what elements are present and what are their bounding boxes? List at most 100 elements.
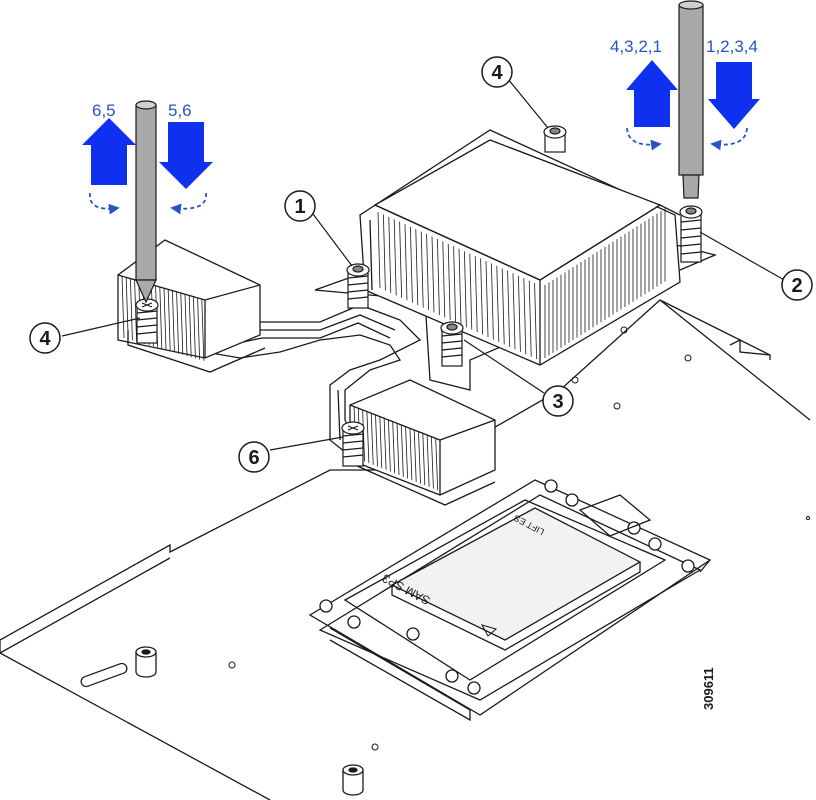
heatsink-fin xyxy=(383,214,386,291)
callout-4-top-label: 4 xyxy=(491,62,503,84)
rotate-clockwise-icon xyxy=(170,127,748,215)
screwdriver-left xyxy=(135,100,157,304)
heatsink-fin xyxy=(172,290,175,353)
figure-id: 309611 xyxy=(701,667,716,710)
heatsink-fin xyxy=(393,219,397,296)
heatsink-fin xyxy=(405,426,408,479)
heatsink-fin xyxy=(159,286,163,349)
up-arrow-icon xyxy=(626,60,678,127)
heatsink-fin xyxy=(496,265,500,342)
heatsink-fin xyxy=(415,229,419,306)
callout-4-left: 4 xyxy=(29,322,61,354)
main-heatsink xyxy=(314,129,718,391)
heatsink-fin xyxy=(485,260,489,338)
callout-1-label: 1 xyxy=(294,196,305,218)
heatsink-fin xyxy=(125,277,129,340)
heatsink-fin xyxy=(197,297,200,360)
heatsink-fin xyxy=(469,253,473,330)
heatsink-fin xyxy=(383,417,387,470)
down-arrow-icon xyxy=(708,62,760,129)
standoff-bottom xyxy=(342,764,364,796)
heatsink-fin xyxy=(366,411,370,464)
heatsink-fin xyxy=(388,216,392,293)
rotate-counterclockwise-icon xyxy=(89,127,662,215)
down-arrow-icon xyxy=(159,122,213,189)
heatsink-fin xyxy=(167,289,171,352)
heatsink-fin xyxy=(464,251,467,328)
heatsink-fin xyxy=(392,421,396,474)
heatsink-fin xyxy=(435,438,439,491)
callout-2-label: 2 xyxy=(791,275,802,297)
heatsink-fin xyxy=(184,293,188,357)
heatsink-fin xyxy=(474,256,478,333)
heatsink-fin xyxy=(362,409,365,462)
callout-4-top: 4 xyxy=(481,56,513,88)
heatsink-fin xyxy=(431,436,434,489)
heatsink-fin xyxy=(379,416,383,469)
heatsink-fin xyxy=(447,243,451,320)
heatsink-fin xyxy=(410,226,413,303)
heatsink-fin xyxy=(180,292,184,355)
sequence-label-left-up: 6,5 xyxy=(92,101,116,120)
main-heatsink-fins xyxy=(377,208,666,360)
triangle-marker xyxy=(480,624,498,637)
callout-1: 1 xyxy=(284,190,316,222)
heatsink-fin xyxy=(409,428,413,481)
heatsink-fin xyxy=(534,283,537,360)
heatsink-fin xyxy=(201,298,205,361)
heatsink-fin xyxy=(134,279,137,342)
heatsink-fin xyxy=(426,234,429,311)
heatsink-fin xyxy=(431,236,435,313)
heatsink-fin xyxy=(121,275,125,339)
screw-2 xyxy=(679,205,703,263)
heatsink-fin xyxy=(480,258,483,335)
screw-6 xyxy=(341,421,365,467)
heatsink-fin xyxy=(512,273,516,350)
heatsink-fin xyxy=(188,295,192,358)
heatsink-fin xyxy=(413,429,417,482)
heatsink-fin xyxy=(396,422,400,476)
heatsink-fin xyxy=(426,434,430,487)
sequence-label-right-up: 4,3,2,1 xyxy=(610,37,662,56)
heatsink-fin xyxy=(501,268,505,345)
heatsink-fin xyxy=(528,280,532,357)
callout-6: 6 xyxy=(238,441,270,473)
callout-6-label: 6 xyxy=(248,447,259,469)
heatsink-fin xyxy=(400,424,404,477)
bottom-heatsink xyxy=(349,379,496,506)
processor-cover xyxy=(390,507,642,651)
heatsink-fin xyxy=(193,296,196,359)
callout-2: 2 xyxy=(781,269,813,301)
heatsink-fin xyxy=(420,231,424,308)
heatsink-fin xyxy=(370,412,374,465)
callout-3-label: 3 xyxy=(552,391,563,413)
plate-holes xyxy=(228,326,810,751)
heatsink-fin xyxy=(130,278,133,341)
heatsink-fin xyxy=(377,211,381,289)
screwdriver-right xyxy=(678,0,704,199)
heatsink-fin xyxy=(176,291,179,354)
up-arrow-icon xyxy=(82,118,136,185)
heatsink-fin xyxy=(507,270,510,347)
screw-4-left xyxy=(135,298,159,344)
heatsink-fin xyxy=(523,278,527,355)
heatsink-fin xyxy=(418,431,421,484)
heatsink-fin xyxy=(491,263,494,340)
heatsink-fin xyxy=(163,287,167,351)
sequence-label-right-down: 1,2,3,4 xyxy=(706,37,758,56)
heatsink-fin xyxy=(404,224,408,301)
heatsink-fin xyxy=(388,419,391,472)
heatsink-fin xyxy=(437,238,440,315)
heatsink-fin xyxy=(458,248,462,325)
standoff-left xyxy=(135,646,157,678)
heatsink-fin xyxy=(453,246,456,323)
heatsink-fin xyxy=(375,414,378,467)
screw-1 xyxy=(346,263,370,309)
heatsink-fin xyxy=(422,433,426,486)
heatsink-fin xyxy=(442,241,446,318)
callout-leaders xyxy=(61,78,787,451)
heatsink-fin xyxy=(399,221,402,298)
callout-4-left-label: 4 xyxy=(39,328,51,350)
screw-3 xyxy=(440,321,464,367)
